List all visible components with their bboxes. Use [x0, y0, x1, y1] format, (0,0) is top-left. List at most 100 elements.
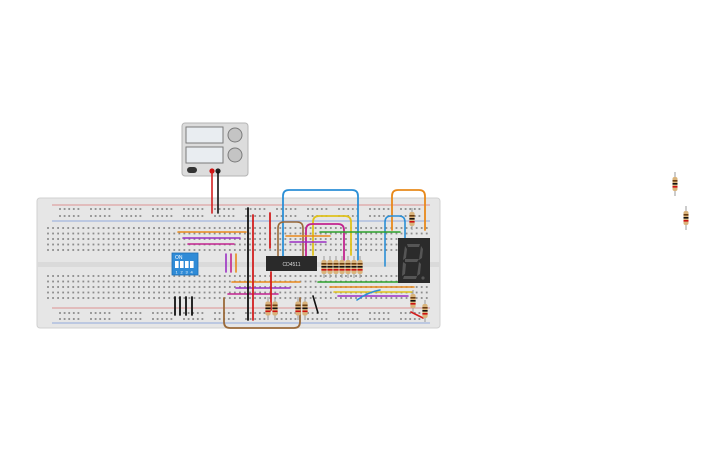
- breadboard-hole[interactable]: [132, 297, 135, 299]
- breadboard-hole[interactable]: [244, 286, 246, 288]
- breadboard-hole[interactable]: [125, 312, 128, 314]
- breadboard-hole[interactable]: [47, 291, 49, 294]
- breadboard-hole[interactable]: [198, 227, 201, 229]
- loose-resistor[interactable]: [672, 172, 678, 196]
- breadboard-hole[interactable]: [294, 275, 297, 277]
- breadboard-hole[interactable]: [183, 208, 185, 210]
- breadboard-hole[interactable]: [127, 280, 130, 283]
- breadboard-hole[interactable]: [380, 243, 383, 246]
- breadboard-hole[interactable]: [329, 275, 332, 277]
- breadboard-hole[interactable]: [148, 297, 150, 299]
- dip-switch-toggle[interactable]: [185, 261, 189, 268]
- breadboard-hole[interactable]: [244, 291, 246, 294]
- breadboard-hole[interactable]: [208, 249, 211, 251]
- breadboard-hole[interactable]: [127, 227, 130, 229]
- breadboard-hole[interactable]: [314, 291, 317, 294]
- breadboard-hole[interactable]: [127, 232, 130, 235]
- breadboard-hole[interactable]: [97, 232, 100, 235]
- breadboard-hole[interactable]: [122, 243, 125, 246]
- breadboard-hole[interactable]: [345, 227, 347, 229]
- breadboard-hole[interactable]: [285, 312, 288, 314]
- breadboard-hole[interactable]: [57, 232, 59, 235]
- breadboard-hole[interactable]: [82, 286, 85, 288]
- breadboard-hole[interactable]: [52, 275, 54, 277]
- breadboard-hole[interactable]: [264, 286, 267, 288]
- breadboard-hole[interactable]: [107, 275, 110, 277]
- breadboard-hole[interactable]: [52, 243, 54, 246]
- breadboard-hole[interactable]: [107, 243, 110, 246]
- breadboard-hole[interactable]: [52, 286, 54, 288]
- breadboard-hole[interactable]: [400, 232, 403, 235]
- breadboard-hole[interactable]: [92, 275, 95, 277]
- wire-blue-diagonal[interactable]: [356, 289, 381, 301]
- breadboard-hole[interactable]: [173, 238, 176, 240]
- breadboard-hole[interactable]: [117, 238, 120, 240]
- breadboard-hole[interactable]: [249, 215, 252, 217]
- breadboard-hole[interactable]: [203, 232, 206, 235]
- breadboard-hole[interactable]: [228, 249, 231, 251]
- breadboard-hole[interactable]: [168, 291, 171, 294]
- breadboard-hole[interactable]: [218, 286, 221, 288]
- breadboard-hole[interactable]: [72, 275, 75, 277]
- breadboard-hole[interactable]: [82, 243, 85, 246]
- breadboard-hole[interactable]: [183, 291, 186, 294]
- breadboard-hole[interactable]: [245, 215, 247, 217]
- breadboard-hole[interactable]: [122, 275, 125, 277]
- breadboard-hole[interactable]: [82, 232, 85, 235]
- breadboard-hole[interactable]: [153, 243, 155, 246]
- breadboard-hole[interactable]: [183, 318, 185, 320]
- breadboard-hole[interactable]: [227, 318, 230, 320]
- breadboard-hole[interactable]: [158, 227, 160, 229]
- breadboard-hole[interactable]: [365, 243, 368, 246]
- breadboard-hole[interactable]: [276, 208, 278, 210]
- breadboard-hole[interactable]: [63, 312, 66, 314]
- breadboard-hole[interactable]: [208, 227, 211, 229]
- breadboard-hole[interactable]: [143, 280, 145, 283]
- wire-yellow-arch[interactable]: [312, 215, 352, 256]
- breadboard-hole[interactable]: [87, 227, 90, 229]
- breadboard-hole[interactable]: [158, 249, 160, 251]
- breadboard-hole[interactable]: [161, 318, 164, 320]
- breadboard-hole[interactable]: [188, 291, 191, 294]
- resistor[interactable]: [302, 297, 308, 320]
- breadboard-hole[interactable]: [183, 215, 185, 217]
- breadboard-hole[interactable]: [334, 243, 337, 246]
- breadboard-hole[interactable]: [228, 286, 231, 288]
- breadboard-hole[interactable]: [289, 249, 292, 251]
- breadboard-hole[interactable]: [259, 243, 261, 246]
- breadboard-hole[interactable]: [319, 275, 322, 277]
- breadboard-hole[interactable]: [173, 232, 176, 235]
- breadboard-hole[interactable]: [404, 312, 407, 314]
- breadboard-hole[interactable]: [117, 232, 120, 235]
- breadboard-hole[interactable]: [378, 208, 381, 210]
- breadboard-hole[interactable]: [72, 215, 75, 217]
- breadboard-hole[interactable]: [77, 249, 80, 251]
- breadboard-hole[interactable]: [314, 297, 317, 299]
- resistor[interactable]: [333, 256, 339, 278]
- breadboard-hole[interactable]: [208, 238, 211, 240]
- breadboard-hole[interactable]: [289, 215, 292, 217]
- breadboard-hole[interactable]: [201, 312, 204, 314]
- breadboard-hole[interactable]: [168, 238, 171, 240]
- breadboard-hole[interactable]: [208, 297, 211, 299]
- breadboard-hole[interactable]: [208, 286, 211, 288]
- breadboard-hole[interactable]: [158, 291, 160, 294]
- breadboard-hole[interactable]: [274, 249, 277, 251]
- breadboard-hole[interactable]: [294, 232, 297, 235]
- breadboard-hole[interactable]: [178, 275, 181, 277]
- breadboard-hole[interactable]: [280, 318, 283, 320]
- breadboard-hole[interactable]: [148, 227, 150, 229]
- breadboard-hole[interactable]: [309, 238, 312, 240]
- breadboard-hole[interactable]: [102, 291, 105, 294]
- breadboard-hole[interactable]: [57, 243, 59, 246]
- breadboard-hole[interactable]: [168, 297, 171, 299]
- breadboard-hole[interactable]: [299, 227, 302, 229]
- breadboard-hole[interactable]: [57, 286, 59, 288]
- breadboard-hole[interactable]: [183, 249, 186, 251]
- breadboard-hole[interactable]: [244, 243, 246, 246]
- power-switch[interactable]: [187, 167, 197, 173]
- breadboard-hole[interactable]: [239, 238, 241, 240]
- breadboard-hole[interactable]: [213, 291, 216, 294]
- breadboard-hole[interactable]: [249, 232, 251, 235]
- breadboard-hole[interactable]: [284, 243, 287, 246]
